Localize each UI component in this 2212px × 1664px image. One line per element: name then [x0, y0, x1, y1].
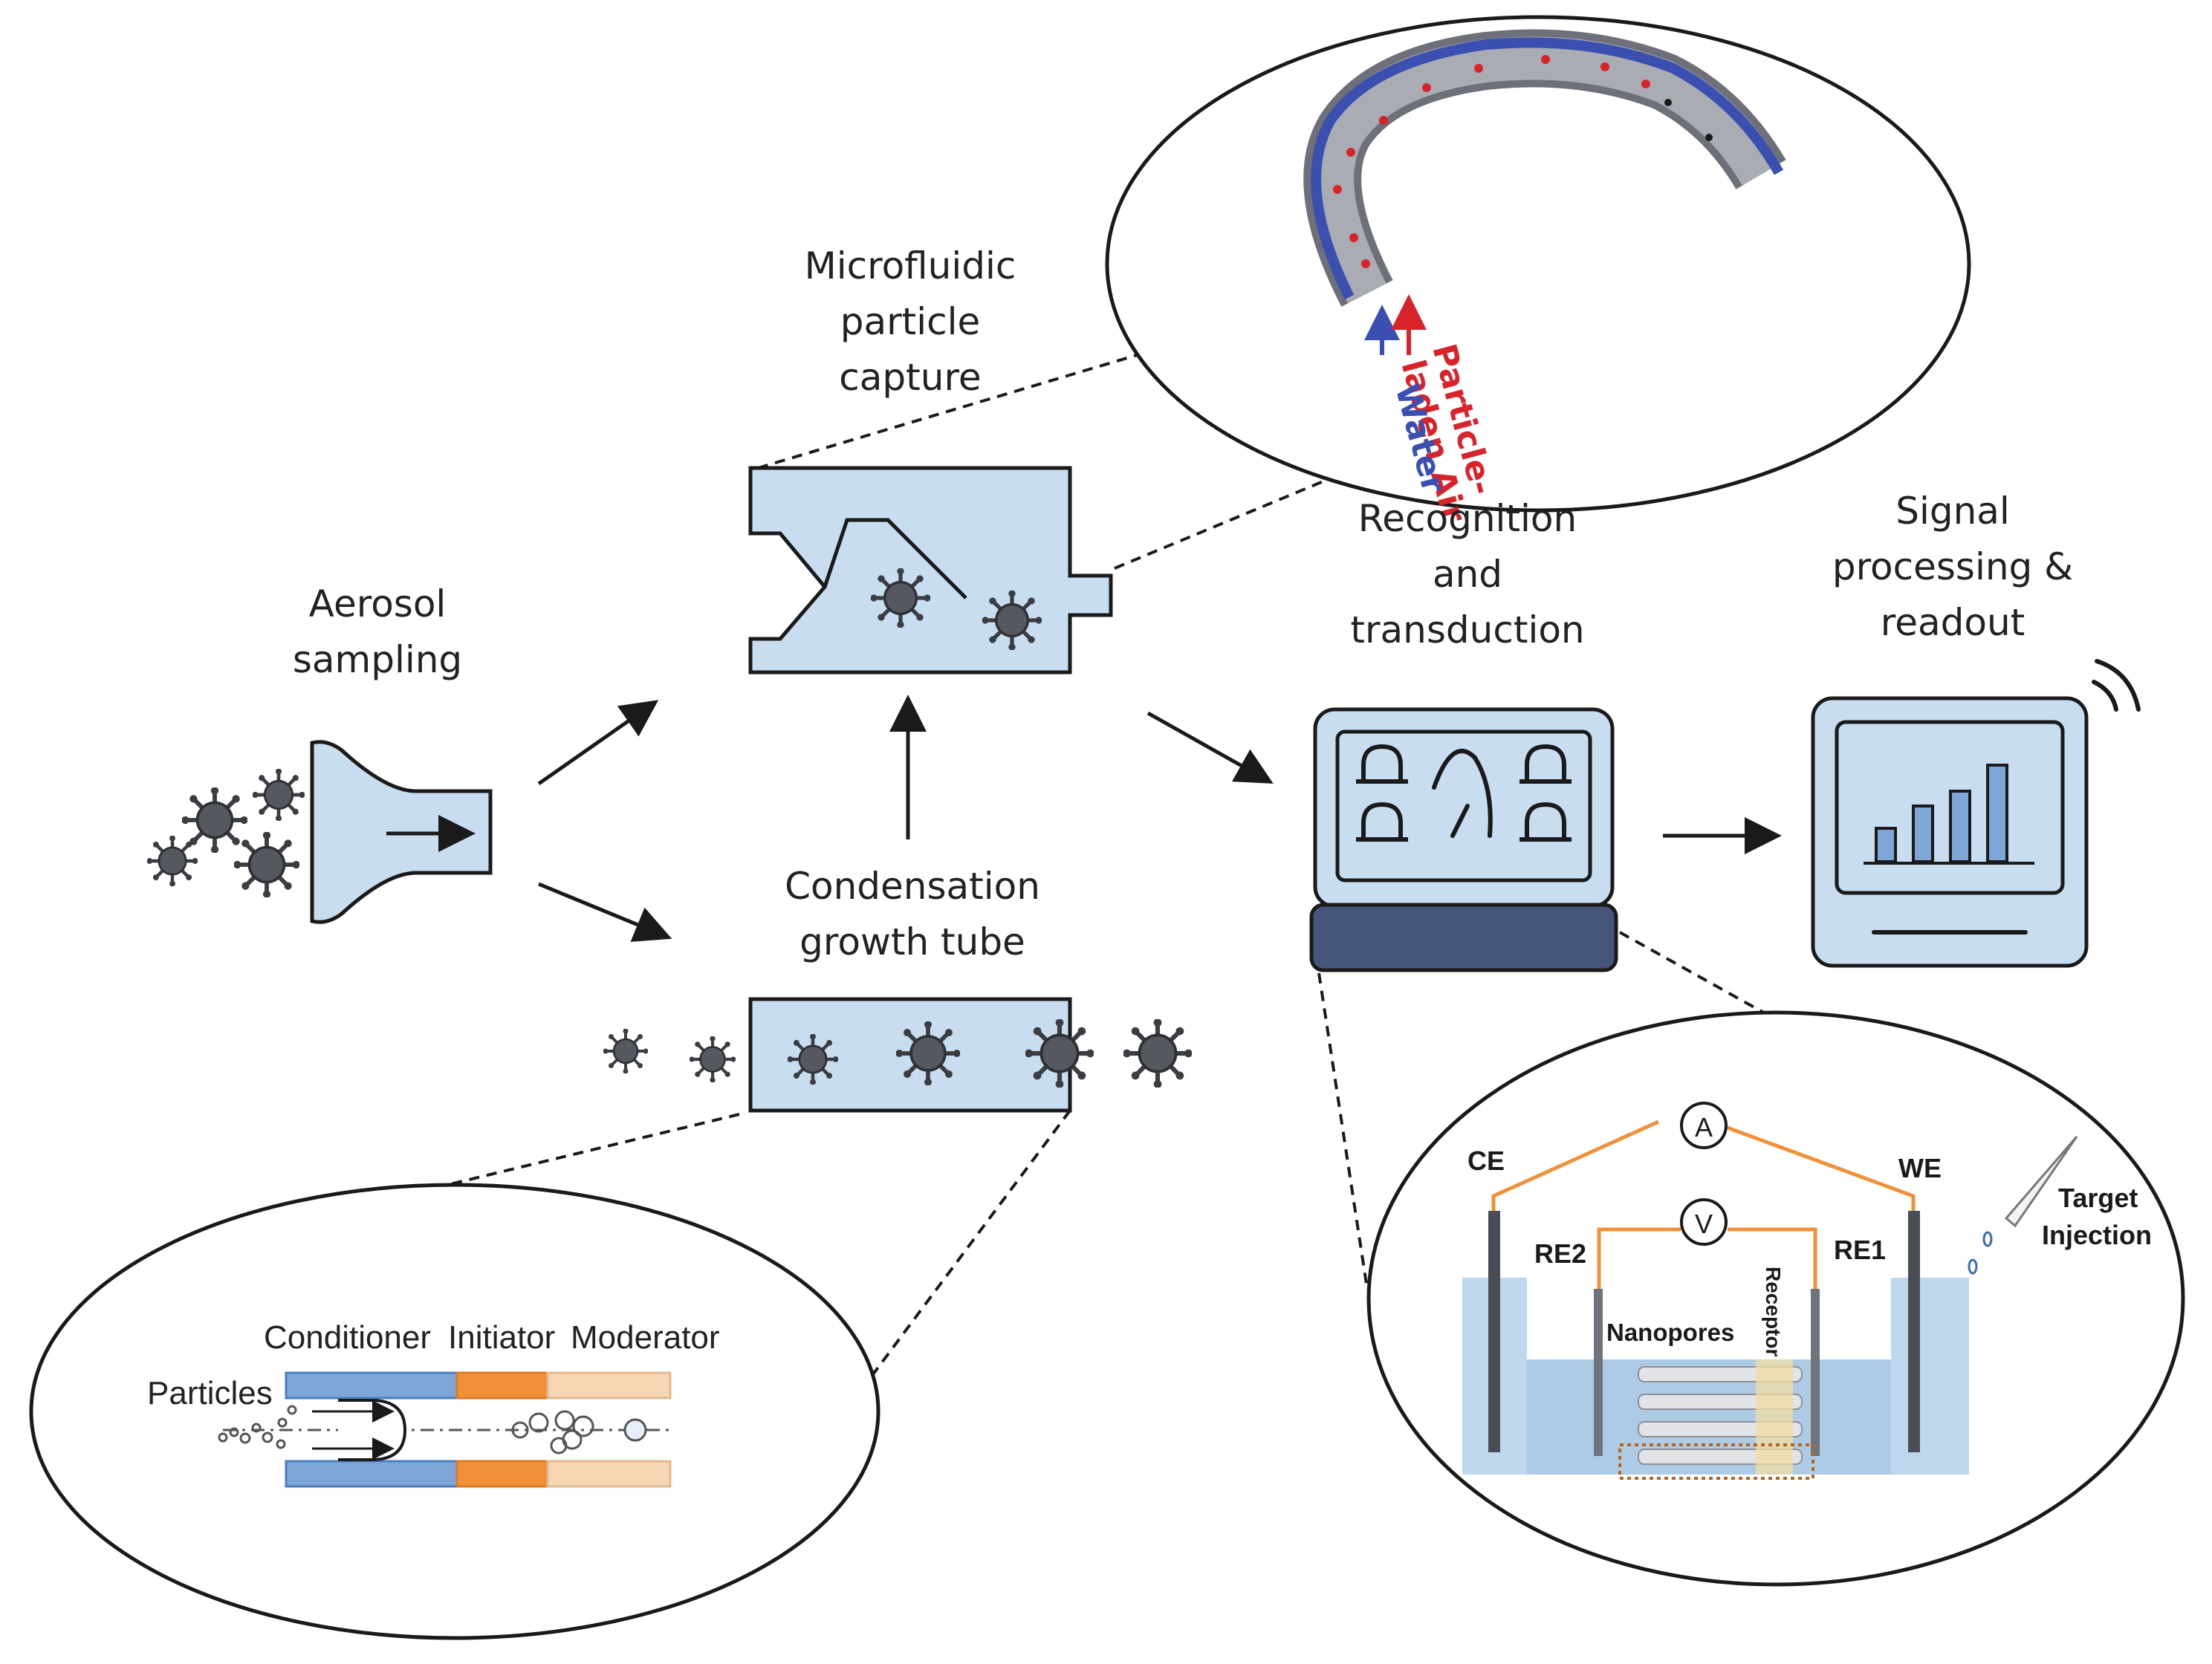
- captured-particle-icon: [870, 568, 930, 628]
- conditioner-label: Conditioner: [264, 1319, 431, 1356]
- target-label-line1: Target: [2058, 1183, 2138, 1213]
- zoom-line: [757, 354, 1138, 469]
- captured-particle-icon-2: [982, 590, 1042, 650]
- recognition-label-line2: and: [1433, 553, 1502, 596]
- biosensor-device-icon: [1309, 707, 1618, 972]
- signal-label-line3: readout: [1881, 601, 2025, 644]
- signal-label-line1: Signal: [1895, 490, 2010, 533]
- condensation-label-line2: growth tube: [800, 920, 1025, 963]
- signal-label-line2: processing &: [1832, 545, 2073, 588]
- re1-label: RE1: [1834, 1235, 1886, 1265]
- aerosol-label-line1: Aerosol: [309, 582, 447, 625]
- we-label: WE: [1898, 1153, 1942, 1183]
- zoom-line: [400, 1113, 740, 1197]
- curved-microchannel: [1303, 29, 1786, 307]
- microfluidic-label-line1: Microfluidic: [805, 244, 1016, 287]
- ammeter-label: A: [1695, 1112, 1713, 1143]
- microfluidic-label-line3: capture: [839, 356, 981, 399]
- ce-label: CE: [1467, 1145, 1505, 1176]
- growth-tube-zoom-ellipse: [29, 1183, 880, 1640]
- arrow-to-microfluidic: [537, 700, 659, 786]
- virus-particle-icon: [146, 768, 305, 897]
- microfluidic-chip: [748, 466, 1113, 675]
- electrochemical-cell: [1462, 1102, 2078, 1480]
- zoom-line: [1114, 474, 1338, 570]
- zoom-line: [1317, 972, 1369, 1290]
- wifi-signal-icon: [2092, 659, 2141, 712]
- voltmeter-label: V: [1695, 1209, 1713, 1239]
- re2-label: RE2: [1534, 1238, 1586, 1269]
- condensation-label-line1: Condensation: [785, 865, 1040, 908]
- arrow-to-recognition: [1146, 711, 1274, 784]
- channel-zoom-ellipse: [1105, 15, 1971, 513]
- zoom-line: [1619, 931, 1780, 1023]
- microfluidic-label-line2: particle: [840, 300, 981, 343]
- impactor-wedge: [823, 518, 967, 599]
- growth-tube-schematic: [218, 1371, 672, 1488]
- receptor-label: Receptor: [1762, 1267, 1785, 1356]
- aerosol-label-line2: sampling: [293, 638, 462, 681]
- monitor-chart-icon: [1811, 696, 2089, 968]
- moderator-label: Moderator: [571, 1319, 720, 1356]
- zoom-line: [860, 1109, 1071, 1391]
- recognition-label-line1: Recognition: [1358, 497, 1577, 540]
- recognition-label-line3: transduction: [1350, 608, 1584, 651]
- arrow-to-condensation: [538, 882, 672, 942]
- particles-label: Particles: [147, 1375, 273, 1411]
- target-label-line2: Injection: [2042, 1220, 2152, 1250]
- initiator-label: Initiator: [448, 1319, 555, 1356]
- nanopores-label: Nanopores: [1606, 1319, 1734, 1346]
